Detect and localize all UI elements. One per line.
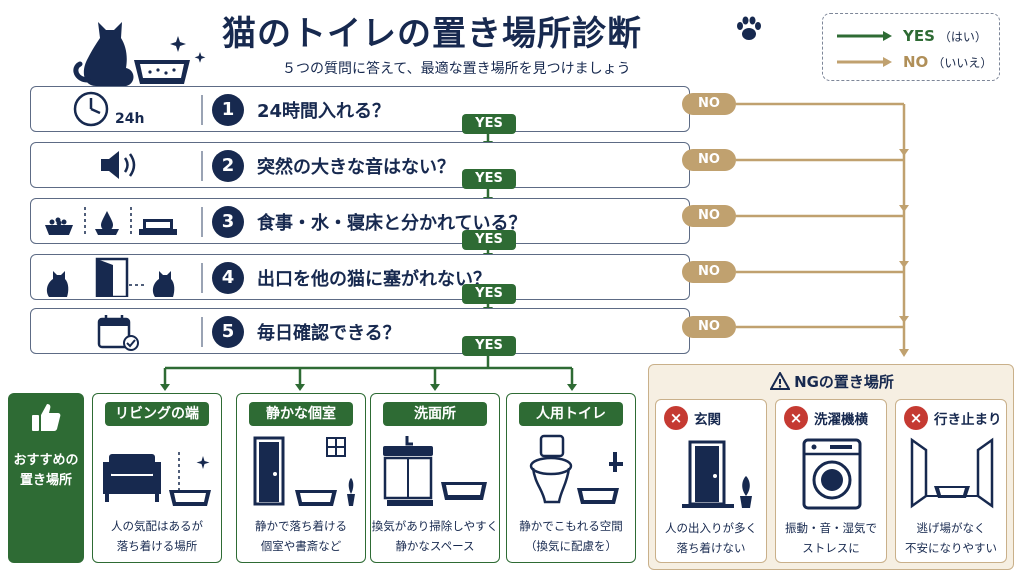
ng-place-name: 行き止まり [934,412,1002,428]
thumbs-up-icon [32,404,61,431]
ng-place-description: 逃げ場がなく 不安になりやすい [905,521,997,555]
question-text: 24時間入れる？ [257,101,391,122]
page-title: 猫のトイレの置き場所診断 [222,14,642,54]
ng-places-panel: NGの置き場所 × 玄関 人の出入りが多く 落ち着けない × 洗濯機横 振動・音 [648,364,1014,570]
question-text: 食事・水・寝床と分かれている？ [257,213,527,234]
recommended-card-washroom: 洗面所 換気があり掃除しやすく 静かなスペース [370,393,500,563]
question-text: 毎日確認できる？ [257,323,401,344]
yes-badge-1: YES [462,114,516,134]
question-row-2: 2 突然の大きな音はない？ [30,142,690,188]
ng-card-washing-machine: × 洗濯機横 振動・音・湿気で ストレスに [775,399,887,563]
question-number: 1 [212,94,244,126]
clock-24h-label: 24h [115,111,145,127]
ng-place-name: 玄関 [694,412,721,428]
legend: YES （はい） NO （いいえ） [822,13,1000,81]
place-name: 人用トイレ [519,402,623,426]
question-number: 5 [212,316,244,348]
yes-badge-5: YES [462,336,516,356]
question-row-4: 4 出口を他の猫に塞がれない？ [30,254,690,300]
clock-24h-icon [73,91,109,127]
dead-end-corridor-icon [910,437,994,509]
toilet-litter-icon [529,434,623,504]
recommended-label: おすすめの 置き場所 [8,393,84,563]
page-subtitle: ５つの質問に答えて、最適な置き場所を見つけましょう [282,61,631,77]
ng-place-description: 振動・音・湿気で ストレスに [785,521,877,555]
ng-card-dead-end: × 行き止まり 逃げ場がなく 不安になりやすい [895,399,1007,563]
yes-badge-4: YES [462,284,516,304]
row-divider [201,317,203,347]
legend-yes-label: YES [903,27,935,45]
yes-arrow-icon [837,31,892,41]
ng-title-text: NGの置き場所 [794,373,894,391]
washing-machine-icon [802,438,862,510]
place-name: 洗面所 [383,402,487,426]
ng-title: NGの置き場所 [649,371,1015,392]
place-name: 静かな個室 [249,402,353,426]
paw-icon [737,16,761,40]
ng-card-entrance: × 玄関 人の出入りが多く 落ち着けない [655,399,767,563]
cat-litter-hero-icon [73,22,206,86]
row-divider [201,151,203,181]
question-text: 出口を他の猫に塞がれない？ [257,269,491,290]
row-divider [201,95,203,125]
question-row-3: 3 食事・水・寝床と分かれている？ [30,198,690,244]
no-badge-4: NO [682,261,736,283]
recommended-label-text: おすすめの 置き場所 [13,453,79,488]
place-name: リビングの端 [105,402,209,426]
room-door-litter-icon [253,436,355,506]
no-badge-5: NO [682,316,736,338]
food-water-bed-icon [45,207,177,237]
ng-place-description: 人の出入りが多く 落ち着けない [665,521,757,555]
question-number: 2 [212,150,244,182]
legend-no-label: NO [903,53,929,71]
calendar-check-icon [97,315,139,351]
no-badge-2: NO [682,149,736,171]
place-description: 静かで落ち着ける 個室や書斎など [255,519,347,553]
row-divider [201,207,203,237]
ng-place-name: 洗濯機横 [814,412,868,428]
recommended-card-private-room: 静かな個室 静かで落ち着ける 個室や書斎など [236,393,366,563]
warning-icon [770,372,791,390]
legend-no: NO （いいえ） [837,52,992,72]
question-text: 突然の大きな音はない？ [257,157,455,178]
sink-litter-icon [383,436,487,506]
no-arrow-icon [837,57,892,67]
x-mark-icon: × [904,406,928,430]
recommended-card-living: リビングの端 人の気配はあるが 落ち着ける場所 [92,393,222,563]
no-badge-1: NO [682,93,736,115]
recommended-card-human-toilet: 人用トイレ 静かでこもれる空間 （換気に配慮を） [506,393,636,563]
place-description: 換気があり掃除しやすく 静かなスペース [371,519,499,553]
place-description: 人の気配はあるが 落ち着ける場所 [111,519,203,553]
no-badge-3: NO [682,205,736,227]
cats-door-icon [46,257,175,297]
question-number: 3 [212,206,244,238]
x-mark-icon: × [784,406,808,430]
question-number: 4 [212,262,244,294]
question-row-1: 24h 1 24時間入れる？ [30,86,690,132]
yes-badge-3: YES [462,230,516,250]
place-description: 静かでこもれる空間 （換気に配慮を） [519,519,623,553]
x-mark-icon: × [664,406,688,430]
question-row-5: 5 毎日確認できる？ [30,308,690,354]
legend-yes-sub: （はい） [938,29,987,44]
entrance-door-icon [682,440,752,508]
legend-yes: YES （はい） [837,26,987,46]
sofa-litter-icon [103,452,211,506]
yes-badge-2: YES [462,169,516,189]
legend-no-sub: （いいえ） [932,55,993,70]
speaker-icon [101,151,136,179]
row-divider [201,263,203,293]
